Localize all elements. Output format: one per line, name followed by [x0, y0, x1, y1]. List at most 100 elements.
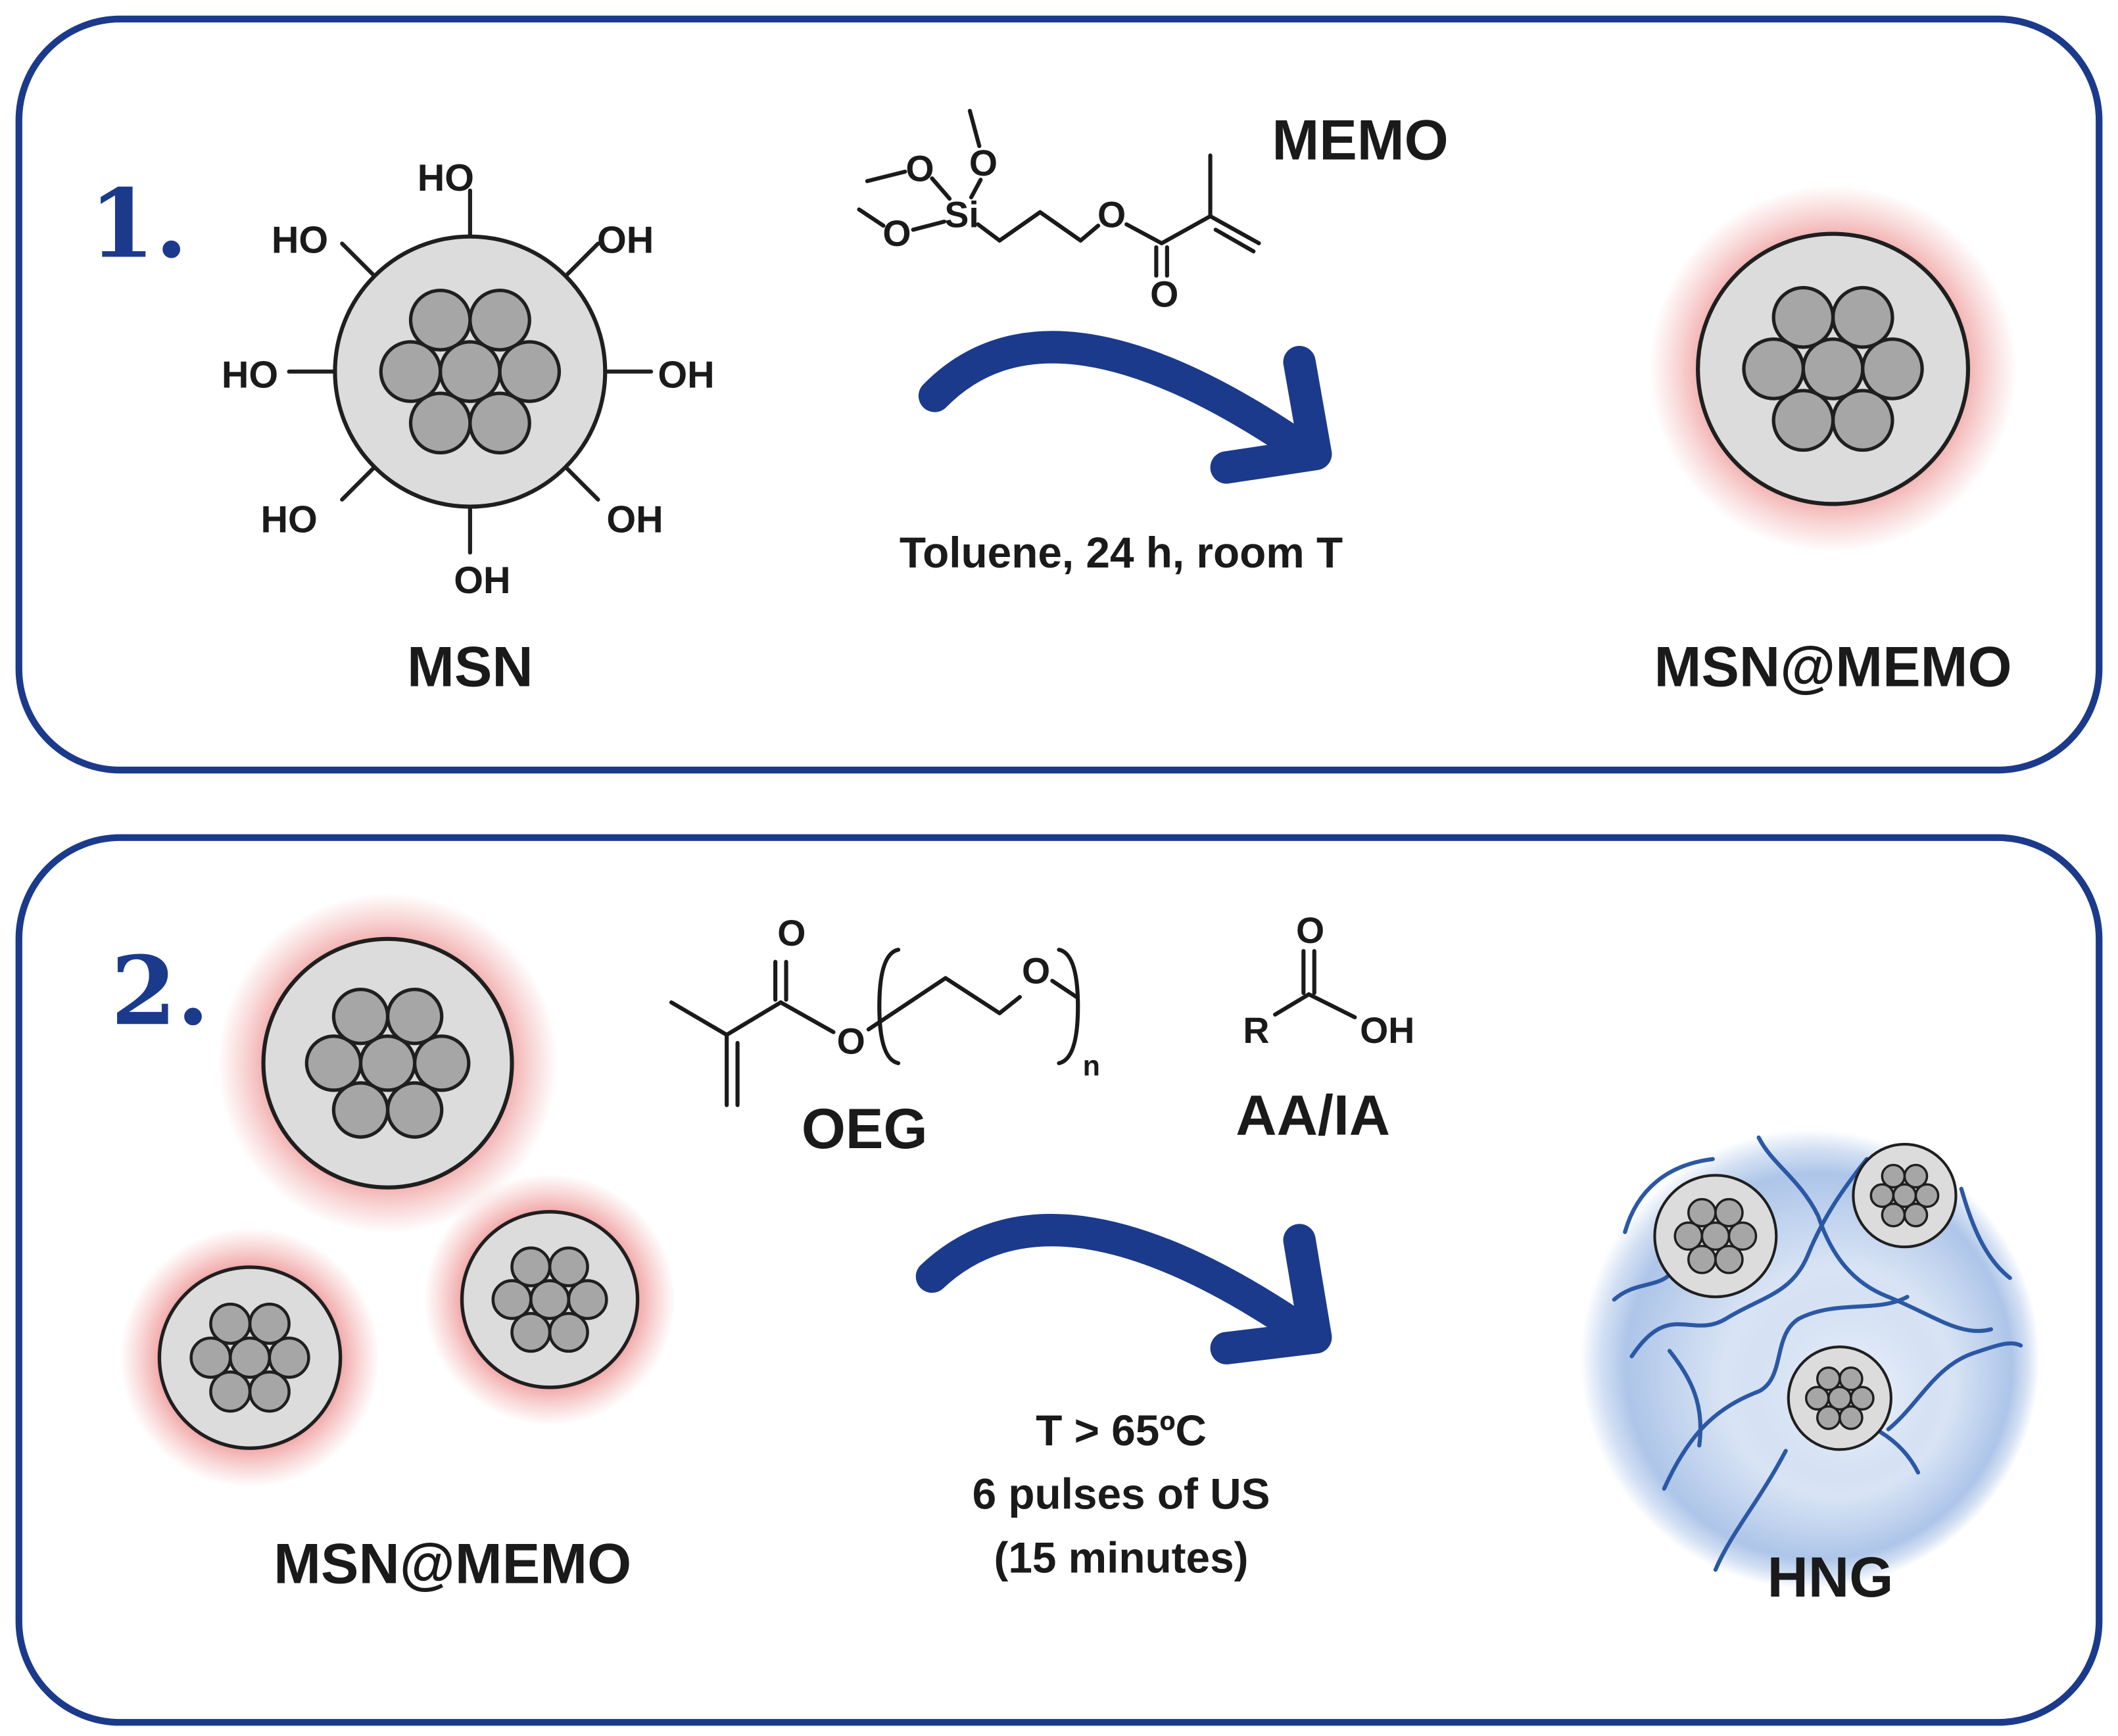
polymer-chain	[1713, 1449, 1788, 1572]
bond	[865, 169, 907, 183]
bond	[669, 1000, 729, 1037]
hydroxyl-label-right: OH	[658, 354, 714, 397]
msn-memo-particle	[217, 893, 558, 1234]
memo-atom-oxygen: O	[969, 143, 998, 183]
bond	[943, 976, 1002, 1015]
acid-atom-oxygen: O	[1296, 910, 1324, 951]
pore-channel	[548, 1246, 589, 1288]
pore-channel	[468, 391, 531, 455]
pore-channel	[248, 1370, 291, 1413]
bond	[911, 219, 946, 232]
memo-atom-silicon: Si	[944, 194, 978, 235]
hydroxyl-label-top: HO	[418, 157, 474, 199]
polymer-chain	[1886, 1341, 2023, 1432]
pore-channel	[1850, 1386, 1875, 1411]
memo-atom-oxygen: O	[1150, 274, 1178, 314]
repeat-bracket-right	[1057, 948, 1080, 1065]
pore-channel	[358, 1034, 417, 1092]
bond	[1159, 214, 1213, 246]
acid-structure	[1273, 949, 1357, 1020]
pore-channel	[1742, 337, 1805, 400]
bond	[1078, 224, 1101, 243]
step1-number: 1.	[89, 168, 188, 279]
pore-channel	[331, 1081, 390, 1139]
bond	[866, 976, 948, 1032]
memo-structure	[857, 108, 1261, 278]
embedded-msn-particle	[1653, 1174, 1778, 1299]
pore-channel	[248, 1303, 291, 1345]
step2-condition-line: (15 minutes)	[994, 1533, 1248, 1581]
repeat-bracket-left	[877, 948, 901, 1065]
arrowhead	[1210, 346, 1332, 484]
reaction-arrow	[918, 331, 1307, 457]
bond	[1208, 214, 1261, 246]
pore-channel	[1831, 389, 1894, 452]
memo-atom-oxygen: O	[905, 148, 934, 189]
pore-channel	[1839, 1366, 1864, 1391]
bond	[857, 207, 886, 228]
bond	[725, 1000, 783, 1037]
hydroxyl-label-bottom-right: OH	[606, 499, 663, 541]
pore-channel	[1903, 1163, 1929, 1189]
hydroxyl-label-top-right: OH	[597, 219, 654, 261]
embedded-msn-particle	[1852, 1143, 1958, 1249]
step2-number: 2.	[110, 935, 209, 1046]
step1-conditions: Toluene, 24 h, room T	[900, 528, 1343, 577]
pore-channel	[304, 1034, 363, 1092]
step2-panel	[15, 834, 2103, 1726]
polymer-chain	[1629, 1157, 1869, 1359]
acid-atom-r-group: R	[1243, 1010, 1269, 1051]
pore-channel	[209, 1303, 252, 1345]
pore-channel	[567, 1279, 608, 1320]
pore-channel	[408, 391, 472, 455]
bond	[1307, 992, 1357, 1020]
bond	[998, 995, 1023, 1015]
pore-channel	[1861, 337, 1924, 400]
pore-channel	[548, 1312, 589, 1353]
pore-channel	[331, 987, 390, 1046]
msn-memo-label: MSN@MEMO	[1654, 636, 2011, 699]
polymer-chain	[1623, 1157, 1715, 1234]
step1-panel	[15, 15, 2103, 774]
pore-channel	[209, 1370, 252, 1413]
polymer-chain	[1878, 1430, 1921, 1475]
pore-channel	[189, 1336, 232, 1379]
bond	[1213, 228, 1256, 254]
hng-label: HNG	[1768, 1546, 1894, 1609]
pore-channel	[1881, 1202, 1906, 1228]
pore-channel	[1816, 1405, 1841, 1430]
step2-condition-line: 6 pulses of US	[973, 1470, 1270, 1518]
bond	[1038, 210, 1083, 243]
step1-panel-group: 1. HO HO OH HO OH HO OH OH MSN O O Si O …	[15, 15, 2103, 774]
acid-atom-hydroxyl: OH	[1360, 1010, 1414, 1051]
hydroxyl-bond	[564, 241, 600, 278]
pore-channel	[1839, 1405, 1864, 1430]
pore-channel	[468, 288, 531, 352]
bond	[1273, 992, 1311, 1017]
hydroxyl-label-left: HO	[222, 354, 278, 397]
bond	[998, 210, 1042, 243]
step2-condition-line: T > 65ºC	[1036, 1406, 1207, 1455]
acid-label: AA/IA	[1236, 1084, 1390, 1147]
polymer-chain	[1667, 1349, 1703, 1448]
oeg-label: OEG	[802, 1097, 928, 1161]
pore-channel	[1869, 1183, 1895, 1208]
memo-atom-oxygen: O	[882, 213, 911, 254]
pore-channel	[268, 1336, 310, 1379]
oeg-atom-oxygen: O	[837, 1021, 865, 1061]
bond	[1050, 978, 1079, 1000]
msn-memo-particle	[1649, 185, 2017, 553]
oeg-atom-oxygen: O	[777, 913, 806, 953]
pore-channel	[1771, 285, 1835, 349]
pore-channel	[385, 987, 444, 1046]
pore-channel	[1714, 1245, 1744, 1274]
pore-channel	[510, 1246, 552, 1288]
oeg-atom-oxygen: O	[1022, 951, 1050, 992]
msn-particle	[287, 188, 654, 555]
msn-label: MSN	[407, 636, 533, 699]
pore-channel	[1727, 1221, 1758, 1251]
pore-channel	[408, 288, 472, 352]
arrowhead	[1210, 1224, 1332, 1364]
pore-channel	[510, 1312, 552, 1353]
